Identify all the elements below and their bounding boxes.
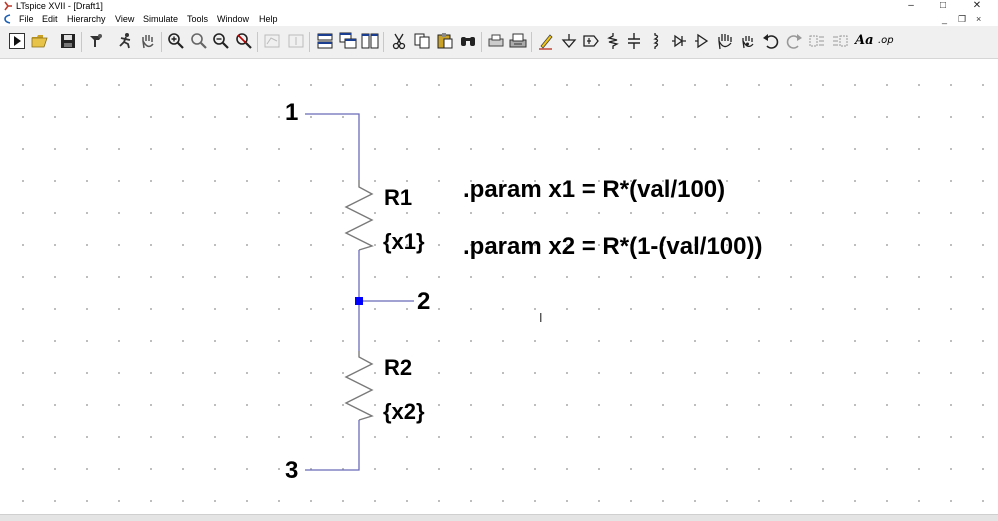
resistor-r1-symbol[interactable] <box>344 180 374 251</box>
schematic-doc-icon[interactable] <box>3 14 13 24</box>
print-icon[interactable] <box>509 32 527 50</box>
mdi-restore-button[interactable]: ❐ <box>958 14 967 24</box>
label-net-icon[interactable] <box>582 32 600 50</box>
zoom-full-icon[interactable] <box>190 32 208 50</box>
menu-file[interactable]: File <box>19 14 34 24</box>
pan-hand-icon[interactable] <box>139 32 157 50</box>
save-icon[interactable] <box>59 32 77 50</box>
drag-icon[interactable] <box>739 32 757 50</box>
text-icon[interactable]: Aa <box>855 33 874 48</box>
paste-icon[interactable] <box>436 32 454 50</box>
r2-name-label[interactable]: R2 <box>384 355 413 380</box>
wire-net-3[interactable] <box>305 420 360 471</box>
menu-edit[interactable]: Edit <box>42 14 58 24</box>
zoom-in-icon[interactable] <box>167 32 185 50</box>
spice-directive-x1[interactable]: .param x1 = R*(val/100) <box>463 176 726 203</box>
inductor-icon[interactable] <box>646 32 664 50</box>
maximize-button[interactable]: □ <box>939 0 947 11</box>
undo-icon[interactable] <box>762 32 780 50</box>
resistor-icon[interactable] <box>604 32 622 50</box>
menu-window[interactable]: Window <box>217 14 250 24</box>
toolbar-separator <box>161 32 162 52</box>
redo-icon[interactable] <box>785 32 803 50</box>
minimize-button[interactable]: – <box>908 0 914 11</box>
open-icon[interactable] <box>31 32 49 50</box>
tile-horizontal-icon[interactable] <box>316 32 334 50</box>
cut-icon[interactable] <box>390 32 408 50</box>
copy-icon[interactable] <box>413 32 431 50</box>
toolbar-separator <box>531 32 532 52</box>
junction-dot <box>355 297 363 305</box>
spice-directive-x2[interactable]: .param x2 = R*(1-(val/100)) <box>463 233 763 260</box>
text-cursor-icon: I <box>539 311 543 325</box>
net-label-1[interactable]: 1 <box>285 99 299 126</box>
close-button[interactable]: ✕ <box>972 0 982 11</box>
zoom-out-icon[interactable] <box>212 32 230 50</box>
tile-vertical-icon[interactable] <box>361 32 379 50</box>
toolbar-separator <box>309 32 310 52</box>
r1-name-label[interactable]: R1 <box>384 185 413 210</box>
rotate-icon[interactable] <box>808 32 826 50</box>
r1-value-label[interactable]: {x1} <box>383 229 425 254</box>
toolbar-separator <box>257 32 258 52</box>
mark-icon[interactable] <box>287 32 305 50</box>
menu-hierarchy[interactable]: Hierarchy <box>67 14 106 24</box>
ground-icon[interactable] <box>560 32 578 50</box>
title-bar: LTspice XVII - [Draft1] – □ ✕ <box>0 0 998 12</box>
toolbar-separator <box>81 32 82 52</box>
menu-help[interactable]: Help <box>259 14 278 24</box>
find-icon[interactable] <box>459 32 477 50</box>
capacitor-icon[interactable] <box>625 32 643 50</box>
ltspice-app-icon <box>4 1 12 11</box>
control-panel-icon[interactable] <box>87 32 105 50</box>
net-label-2[interactable]: 2 <box>417 288 431 315</box>
toolbar-separator <box>481 32 482 52</box>
run-icon[interactable] <box>8 32 26 50</box>
autorange-icon[interactable] <box>263 32 281 50</box>
resistor-r2-symbol[interactable] <box>344 351 374 421</box>
mdi-minimize-button[interactable]: _ <box>942 14 948 24</box>
menu-simulate[interactable]: Simulate <box>143 14 179 24</box>
menu-tools[interactable]: Tools <box>187 14 209 24</box>
print-setup-icon[interactable] <box>487 32 505 50</box>
net-label-3[interactable]: 3 <box>285 457 299 484</box>
window-title: LTspice XVII - [Draft1] <box>16 1 103 11</box>
spice-directive-icon[interactable]: .op <box>878 35 894 46</box>
cascade-icon[interactable] <box>339 32 357 50</box>
schematic-drawing <box>305 113 414 471</box>
component-icon[interactable] <box>693 32 711 50</box>
schematic-canvas[interactable]: 1 2 3 R1 {x1} R2 {x2} .param x1 = R*(val… <box>0 59 998 514</box>
diode-icon[interactable] <box>670 32 688 50</box>
wire-net-1[interactable] <box>305 113 360 180</box>
halt-icon[interactable] <box>116 32 134 50</box>
r2-value-label[interactable]: {x2} <box>383 399 425 424</box>
status-bar <box>0 514 998 521</box>
toolbar: Aa .op <box>0 26 998 59</box>
draw-wire-icon[interactable] <box>537 32 555 50</box>
mirror-icon[interactable] <box>831 32 849 50</box>
menu-bar: File Edit Hierarchy View Simulate Tools … <box>0 12 998 26</box>
zoom-cancel-icon[interactable] <box>235 32 253 50</box>
menu-view[interactable]: View <box>115 14 135 24</box>
mdi-close-button[interactable]: × <box>976 14 982 24</box>
move-icon[interactable] <box>716 32 734 50</box>
toolbar-separator <box>383 32 384 52</box>
